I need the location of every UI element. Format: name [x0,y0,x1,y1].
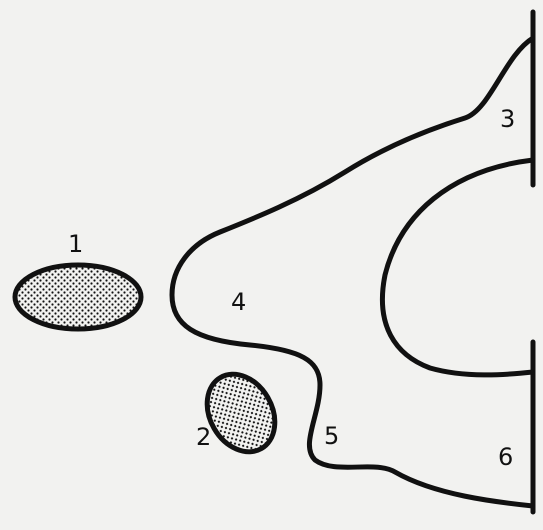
label-3: 3 [500,105,515,133]
label-5: 5 [324,422,339,450]
label-4: 4 [231,288,246,316]
dotted-oval-1 [15,265,141,329]
label-2: 2 [196,423,211,451]
label-6: 6 [498,443,513,471]
label-1: 1 [68,230,83,258]
inner-arch-outline [382,160,533,375]
